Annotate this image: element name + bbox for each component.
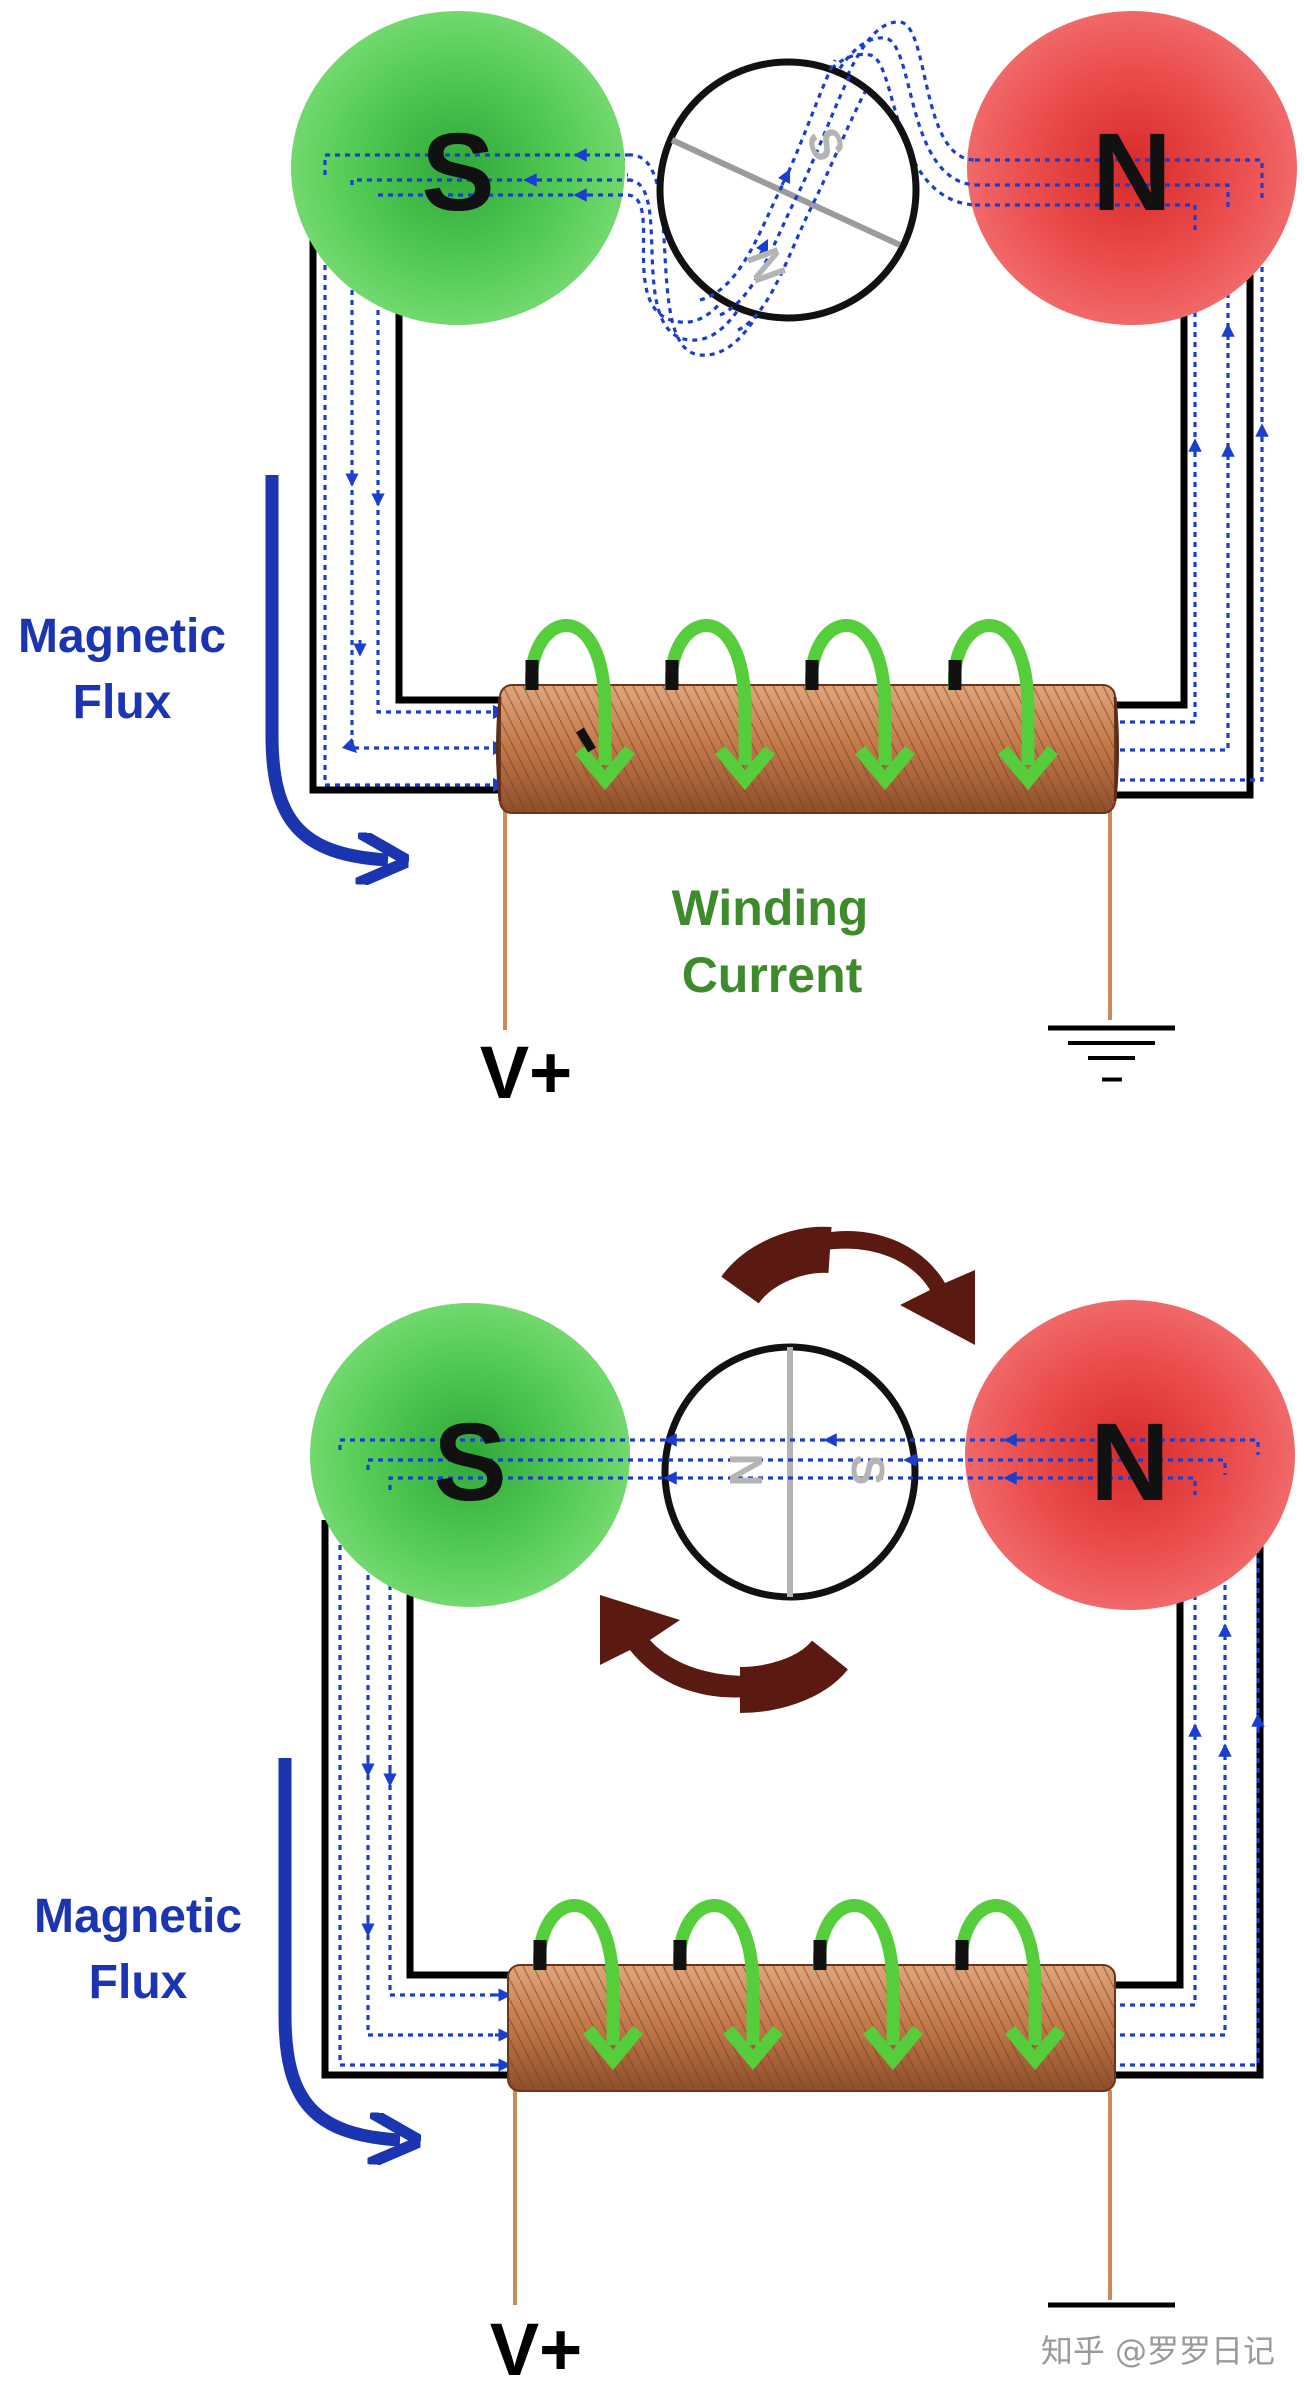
south-pole-label: S (421, 111, 494, 234)
curved-flux-arrow-icon (278, 1758, 400, 2140)
watermark: 知乎 @罗罗日记 (1041, 2332, 1275, 2370)
supply-voltage-label: V+ (480, 1031, 573, 1114)
rotor (656, 58, 920, 322)
coil-winding (507, 1964, 1116, 2305)
winding-arrow-icon (665, 619, 775, 791)
winding-current-arrows (525, 619, 1058, 791)
north-pole-label: N (1092, 111, 1171, 234)
winding-current-label-line2: Current (682, 947, 863, 1003)
clockwise-rotation-arrow-icon (721, 1226, 975, 1345)
magnetic-flux-label-line2: Flux (89, 1956, 188, 2009)
curved-flux-arrow-icon (265, 475, 388, 860)
winding-arrow-icon (948, 619, 1058, 791)
winding-arrow-icon (813, 1899, 923, 2071)
ground-symbol-icon (1048, 1025, 1175, 1060)
winding-arrow-icon (525, 619, 635, 791)
rotor-s-label: S (842, 1455, 894, 1486)
winding-arrow-icon (955, 1899, 1065, 2071)
rotor (661, 1343, 919, 1601)
panel-2: N S S N (34, 1226, 1295, 2391)
magnetic-flux-label-line2: Flux (73, 676, 172, 729)
winding-arrow-icon (805, 619, 915, 791)
winding-current-arrows (533, 1899, 1065, 2071)
coil-winding (496, 684, 1119, 1030)
north-pole-label: N (1090, 1401, 1169, 1524)
magnetic-flux-label-line1: Magnetic (34, 1890, 242, 1943)
supply-voltage-label: V+ (490, 2308, 583, 2391)
north-pole (967, 11, 1297, 325)
south-pole-label: S (433, 1401, 506, 1524)
winding-current-label-line1: Winding (672, 880, 869, 936)
flux-lines-gap (338, 1433, 1260, 1495)
rotor-n-label: N (720, 1453, 772, 1486)
ground-label: – (1101, 1055, 1123, 1099)
winding-arrow-icon (673, 1899, 783, 2071)
magnetic-flux-label-line1: Magnetic (18, 610, 226, 663)
panel-1: S N S N (18, 11, 1297, 1114)
winding-arrow-icon (533, 1899, 643, 2071)
flux-lines-left (333, 1445, 512, 2072)
south-pole (310, 1303, 630, 1607)
north-pole (965, 1300, 1295, 1610)
flux-lines-right (1110, 1445, 1265, 2067)
clockwise-rotation-arrow-icon (600, 1595, 848, 1713)
south-pole (291, 11, 625, 325)
